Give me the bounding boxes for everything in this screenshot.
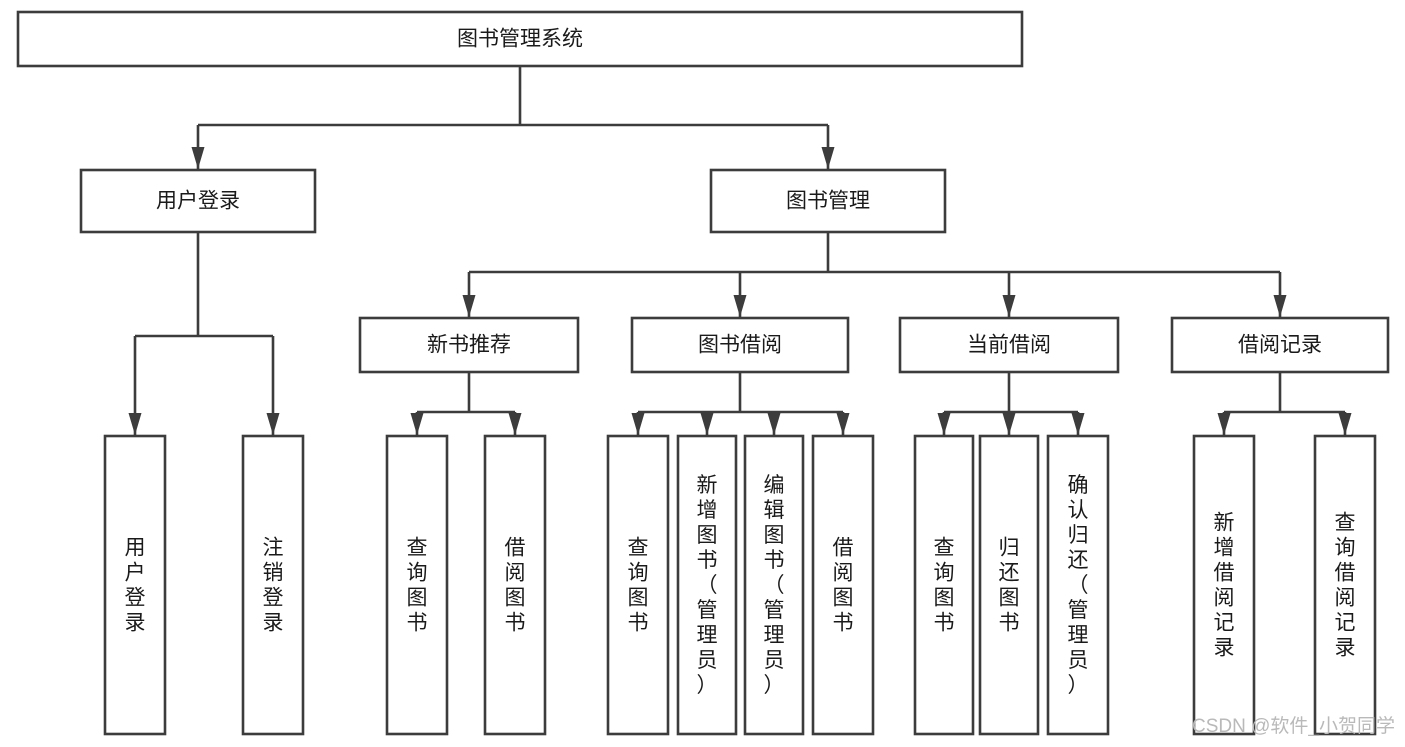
node-leaf-user-login-label: 用户登录 [125, 537, 146, 635]
node-new-book-recommend-box [358, 316, 580, 374]
node-leaf-query-book-cur[interactable]: 查询图书 [913, 434, 975, 736]
node-leaf-add-book[interactable]: 新增图书（管理员） [676, 434, 738, 736]
node-new-book-recommend[interactable]: 新书推荐 [358, 316, 580, 374]
node-leaf-query-record[interactable]: 查询借阅记录 [1313, 434, 1377, 736]
node-leaf-add-record[interactable]: 新增借阅记录 [1192, 434, 1256, 736]
node-leaf-borrow-book-rec-label: 借阅图书 [505, 537, 526, 635]
node-leaf-query-book-borrow[interactable]: 查询图书 [606, 434, 670, 736]
node-book-management[interactable]: 图书管理 [709, 168, 947, 234]
node-book-borrow-label: 图书借阅 [698, 334, 782, 357]
arrow-head-icon [410, 413, 424, 435]
node-leaf-query-book-cur-label: 查询图书 [934, 537, 955, 635]
node-current-borrow[interactable]: 当前借阅 [898, 316, 1120, 374]
arrow-head-icon [836, 413, 850, 435]
node-new-book-recommend-label: 新书推荐 [427, 334, 511, 357]
node-root[interactable]: 图书管理系统 [16, 10, 1024, 68]
node-borrow-records-label: 借阅记录 [1238, 334, 1322, 357]
connector-layer [128, 66, 1352, 435]
node-leaf-borrow-book-rec-box [483, 434, 547, 736]
arrow-head-icon [733, 295, 747, 317]
node-leaf-confirm-return[interactable]: 确认归还（管理员） [1046, 434, 1110, 736]
arrow-head-icon [1002, 413, 1016, 435]
node-leaf-query-book-borrow-label: 查询图书 [628, 537, 649, 635]
node-root-label: 图书管理系统 [457, 28, 583, 51]
node-leaf-borrow-book-label: 借阅图书 [833, 537, 854, 635]
node-leaf-add-record-box [1192, 434, 1256, 736]
arrow-head-icon [1002, 295, 1016, 317]
node-leaf-query-book-rec-label: 查询图书 [407, 537, 428, 635]
node-leaf-confirm-return-box [1046, 434, 1110, 736]
arrow-head-icon [1071, 413, 1085, 435]
node-layer: 图书管理系统用户登录图书管理新书推荐图书借阅当前借阅借阅记录用户登录注销登录查询… [16, 10, 1390, 736]
node-leaf-edit-book[interactable]: 编辑图书（管理员） [743, 434, 805, 736]
node-leaf-logout-box [241, 434, 305, 736]
node-leaf-add-book-label: 新增图书（管理员） [697, 474, 718, 697]
node-book-borrow[interactable]: 图书借阅 [630, 316, 850, 374]
node-borrow-records[interactable]: 借阅记录 [1170, 316, 1390, 374]
arrow-head-icon [700, 413, 714, 435]
node-user-login-label: 用户登录 [156, 190, 240, 213]
node-leaf-query-book-borrow-box [606, 434, 670, 736]
arrow-head-icon [1217, 413, 1231, 435]
arrow-head-icon [266, 413, 280, 435]
node-leaf-query-record-label: 查询借阅记录 [1335, 512, 1356, 660]
node-leaf-query-book-cur-box [913, 434, 975, 736]
node-leaf-edit-book-box [743, 434, 805, 736]
arrow-head-icon [128, 413, 142, 435]
node-leaf-logout-label: 注销登录 [263, 537, 284, 635]
arrow-head-icon [462, 295, 476, 317]
node-leaf-borrow-book[interactable]: 借阅图书 [811, 434, 875, 736]
node-leaf-logout[interactable]: 注销登录 [241, 434, 305, 736]
node-user-login-box [79, 168, 317, 234]
arrow-head-icon [1338, 413, 1352, 435]
node-leaf-return-book-label: 归还图书 [999, 537, 1020, 635]
node-leaf-query-book-rec-box [385, 434, 449, 736]
node-leaf-edit-book-label: 编辑图书（管理员） [764, 474, 785, 697]
node-leaf-borrow-book-rec[interactable]: 借阅图书 [483, 434, 547, 736]
arrow-head-icon [821, 147, 835, 169]
node-leaf-borrow-book-box [811, 434, 875, 736]
node-current-borrow-label: 当前借阅 [967, 334, 1051, 357]
arrow-head-icon [767, 413, 781, 435]
node-leaf-query-record-box [1313, 434, 1377, 736]
node-leaf-add-record-label: 新增借阅记录 [1214, 512, 1235, 660]
csdn-watermark: CSDN @软件_小贺同学 [1192, 715, 1395, 737]
node-borrow-records-box [1170, 316, 1390, 374]
node-leaf-add-book-box [676, 434, 738, 736]
arrow-head-icon [631, 413, 645, 435]
node-leaf-return-book-box [978, 434, 1040, 736]
node-root-box [16, 10, 1024, 68]
node-leaf-query-book-rec[interactable]: 查询图书 [385, 434, 449, 736]
node-leaf-user-login[interactable]: 用户登录 [103, 434, 167, 736]
node-leaf-confirm-return-label: 确认归还（管理员） [1068, 474, 1089, 697]
node-book-management-label: 图书管理 [786, 190, 870, 213]
arrow-head-icon [937, 413, 951, 435]
node-current-borrow-box [898, 316, 1120, 374]
arrow-head-icon [1273, 295, 1287, 317]
node-book-borrow-box [630, 316, 850, 374]
arrow-head-icon [191, 147, 205, 169]
node-leaf-return-book[interactable]: 归还图书 [978, 434, 1040, 736]
arrow-head-icon [508, 413, 522, 435]
node-user-login[interactable]: 用户登录 [79, 168, 317, 234]
node-leaf-user-login-box [103, 434, 167, 736]
node-book-management-box [709, 168, 947, 234]
